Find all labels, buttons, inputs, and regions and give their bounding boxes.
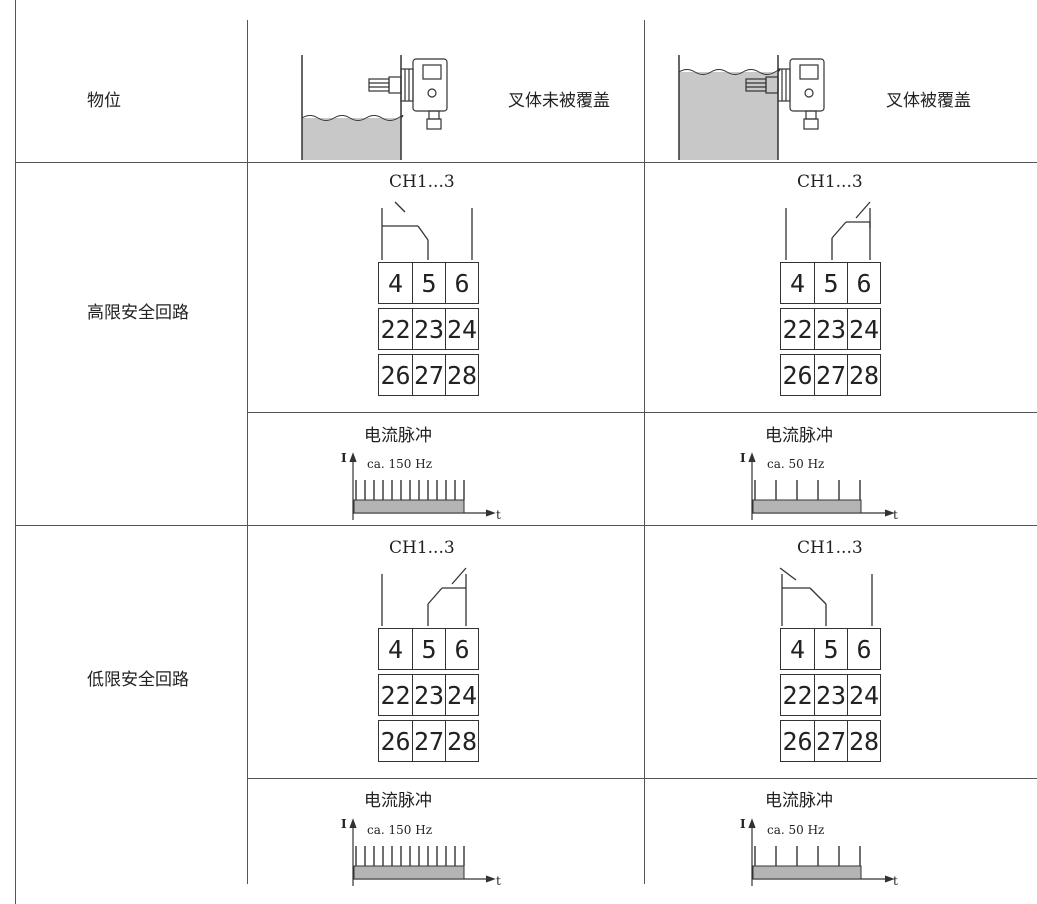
fork-sensor-icon xyxy=(745,58,825,130)
terminal: 28 xyxy=(445,354,479,396)
terminal: 4 xyxy=(378,628,413,670)
terminal: 27 xyxy=(412,720,446,762)
terminal: 6 xyxy=(847,628,881,670)
terminal: 24 xyxy=(445,674,479,716)
terminal: 24 xyxy=(847,308,881,350)
pulse-chart-50hz xyxy=(748,452,895,520)
channel-label: CH1...3 xyxy=(797,172,863,192)
terminal: 24 xyxy=(445,308,479,350)
pulse-frequency: ca. 150 Hz xyxy=(367,457,433,471)
terminal: 23 xyxy=(412,308,446,350)
liquid-fill xyxy=(302,118,401,160)
terminal: 5 xyxy=(814,628,848,670)
axis-t-label: t xyxy=(893,874,898,888)
terminal: 5 xyxy=(412,628,446,670)
terminal: 5 xyxy=(412,262,446,304)
pulse-frequency: ca. 50 Hz xyxy=(767,457,825,471)
terminal: 6 xyxy=(445,262,479,304)
terminal: 23 xyxy=(814,308,848,350)
table-left-border xyxy=(15,0,16,904)
liquid-wave xyxy=(301,115,404,121)
terminal: 24 xyxy=(847,674,881,716)
row-divider-4 xyxy=(247,778,1037,779)
terminal: 6 xyxy=(445,628,479,670)
terminal: 28 xyxy=(445,720,479,762)
row-label-low-safety: 低限安全回路 xyxy=(87,670,189,690)
terminal: 6 xyxy=(847,262,881,304)
terminal: 22 xyxy=(780,674,815,716)
pulse-frequency: ca. 50 Hz xyxy=(767,823,825,837)
terminal: 22 xyxy=(378,674,413,716)
channel-label: CH1...3 xyxy=(389,172,455,192)
pulse-ticks xyxy=(355,846,465,866)
relay-contact-de-energized-icon xyxy=(381,201,473,260)
terminal: 22 xyxy=(780,308,815,350)
terminal: 5 xyxy=(814,262,848,304)
pulse-label: 电流脉冲 xyxy=(364,791,432,811)
col-divider-2 xyxy=(644,20,645,884)
relay-contact-de-energized-icon xyxy=(779,567,873,626)
axis-t-label: t xyxy=(893,508,898,522)
row-divider-2 xyxy=(247,412,1037,413)
terminal: 4 xyxy=(780,628,815,670)
pulse-bar xyxy=(353,865,465,880)
terminal: 26 xyxy=(780,354,815,396)
terminal: 27 xyxy=(814,720,848,762)
pulse-ticks xyxy=(355,480,465,500)
relay-contact-energized-icon xyxy=(381,567,467,626)
terminal: 23 xyxy=(412,674,446,716)
terminal: 27 xyxy=(412,354,446,396)
terminal: 26 xyxy=(780,720,815,762)
pulse-ticks xyxy=(754,846,861,866)
pulse-bar xyxy=(752,499,862,514)
terminal: 4 xyxy=(780,262,815,304)
terminal: 23 xyxy=(814,674,848,716)
pulse-label: 电流脉冲 xyxy=(765,791,833,811)
level-state-covered: 叉体被覆盖 xyxy=(886,91,971,111)
row-label-high-safety: 高限安全回路 xyxy=(87,303,189,323)
terminal: 28 xyxy=(847,720,881,762)
channel-label: CH1...3 xyxy=(797,538,863,558)
level-uncovered-illustration xyxy=(301,55,448,160)
fork-sensor-icon xyxy=(368,58,448,130)
row-label-level: 物位 xyxy=(87,91,121,111)
col-divider-1 xyxy=(247,20,248,884)
channel-label: CH1...3 xyxy=(389,538,455,558)
pulse-chart-150hz xyxy=(349,818,496,886)
terminal-block: 4 5 6 22 23 24 26 27 28 xyxy=(378,628,479,765)
terminal: 26 xyxy=(378,720,413,762)
row-divider-3 xyxy=(15,525,1037,526)
level-covered-illustration xyxy=(678,55,825,160)
row-divider-1 xyxy=(15,162,1037,163)
pulse-label: 电流脉冲 xyxy=(765,426,833,446)
axis-i-label: I xyxy=(740,817,746,831)
relay-contact-energized-icon xyxy=(785,201,871,260)
pulse-label: 电流脉冲 xyxy=(364,426,432,446)
axis-i-label: I xyxy=(341,817,347,831)
pulse-chart-150hz xyxy=(349,452,496,520)
level-state-uncovered: 叉体未被覆盖 xyxy=(508,91,610,111)
terminal: 28 xyxy=(847,354,881,396)
pulse-chart-50hz xyxy=(748,818,895,886)
pulse-ticks xyxy=(754,480,861,500)
liquid-wave xyxy=(678,69,781,75)
terminal-block: 4 5 6 22 23 24 26 27 28 xyxy=(780,262,881,399)
axis-i-label: I xyxy=(740,451,746,465)
terminal-block: 4 5 6 22 23 24 26 27 28 xyxy=(780,628,881,765)
axis-t-label: t xyxy=(496,508,501,522)
axis-i-label: I xyxy=(341,451,347,465)
pulse-bar xyxy=(752,865,862,880)
terminal: 26 xyxy=(378,354,413,396)
terminal-block: 4 5 6 22 23 24 26 27 28 xyxy=(378,262,479,399)
pulse-bar xyxy=(353,499,465,514)
terminal: 27 xyxy=(814,354,848,396)
pulse-frequency: ca. 150 Hz xyxy=(367,823,433,837)
axis-t-label: t xyxy=(496,874,501,888)
terminal: 22 xyxy=(378,308,413,350)
terminal: 4 xyxy=(378,262,413,304)
